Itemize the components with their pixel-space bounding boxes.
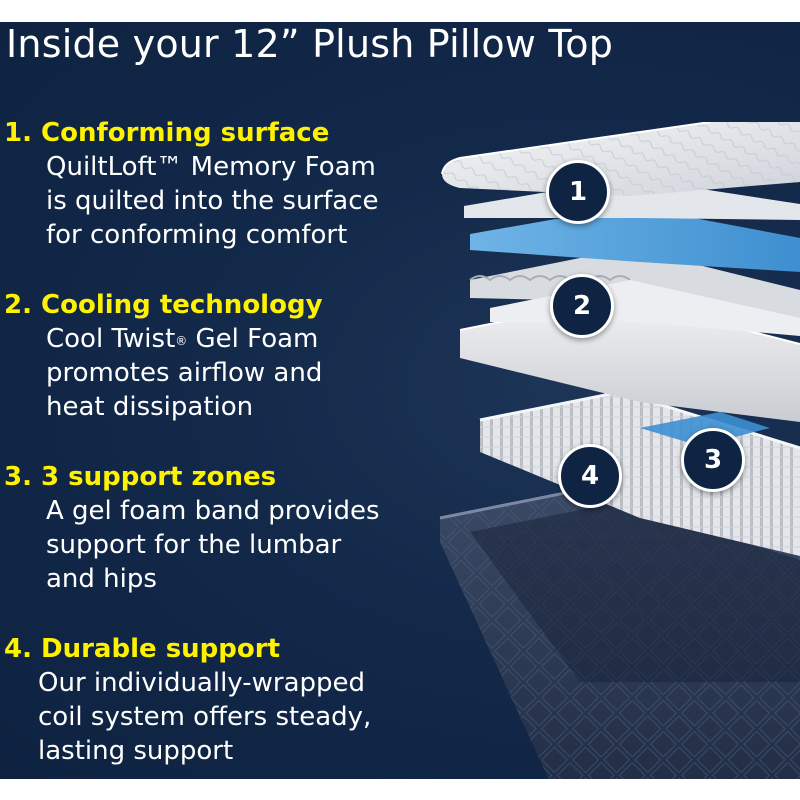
page-title: Inside your 12” Plush Pillow Top xyxy=(6,22,614,66)
feature-text-rest: Gel Foam xyxy=(187,324,319,354)
feature-heading: 1. Conforming surface xyxy=(4,118,330,148)
mattress-layers-svg xyxy=(439,121,800,779)
feature-durable-support: 4. Durable support Our individually-wrap… xyxy=(0,634,430,766)
layer-marker-2: 2 xyxy=(550,274,614,338)
feature-text: is quilted into the surface xyxy=(46,186,379,216)
mattress-layers-illustration: 1 2 3 4 xyxy=(430,121,800,779)
layer-marker-4: 4 xyxy=(558,444,622,508)
feature-heading: 3. 3 support zones xyxy=(4,462,277,492)
infographic-panel: Inside your 12” Plush Pillow Top 1. Conf… xyxy=(0,22,800,779)
feature-heading: 2. Cooling technology xyxy=(4,290,323,320)
feature-text: and hips xyxy=(46,564,157,594)
feature-heading: 4. Durable support xyxy=(4,634,281,664)
feature-text: Cool Twist® Gel Foam xyxy=(46,324,318,354)
layer-marker-3: 3 xyxy=(681,428,745,492)
registered-mark: ® xyxy=(175,334,188,348)
feature-text: support for the lumbar xyxy=(46,530,342,560)
feature-cooling-technology: 2. Cooling technology Cool Twist® Gel Fo… xyxy=(0,290,430,422)
feature-text: heat dissipation xyxy=(46,392,254,422)
feature-text: A gel foam band provides xyxy=(46,496,380,526)
feature-support-zones: 3. 3 support zones A gel foam band provi… xyxy=(0,462,430,594)
feature-text: lasting support xyxy=(38,736,234,766)
cool-twist-gel-layer xyxy=(470,206,800,272)
feature-text: coil system offers steady, xyxy=(38,702,372,732)
feature-text: for conforming comfort xyxy=(46,220,348,250)
base-mattress xyxy=(439,480,800,779)
layer-marker-1: 1 xyxy=(546,160,610,224)
foam-sheet xyxy=(464,178,800,220)
feature-text: QuiltLoft™ Memory Foam xyxy=(46,152,376,182)
quilted-top-layer xyxy=(441,121,800,196)
feature-conforming-surface: 1. Conforming surface QuiltLoft™ Memory … xyxy=(0,118,430,250)
feature-text: promotes airflow and xyxy=(46,358,323,388)
feature-text-main: Cool Twist xyxy=(46,324,176,354)
feature-text: Our individually-wrapped xyxy=(38,668,366,698)
